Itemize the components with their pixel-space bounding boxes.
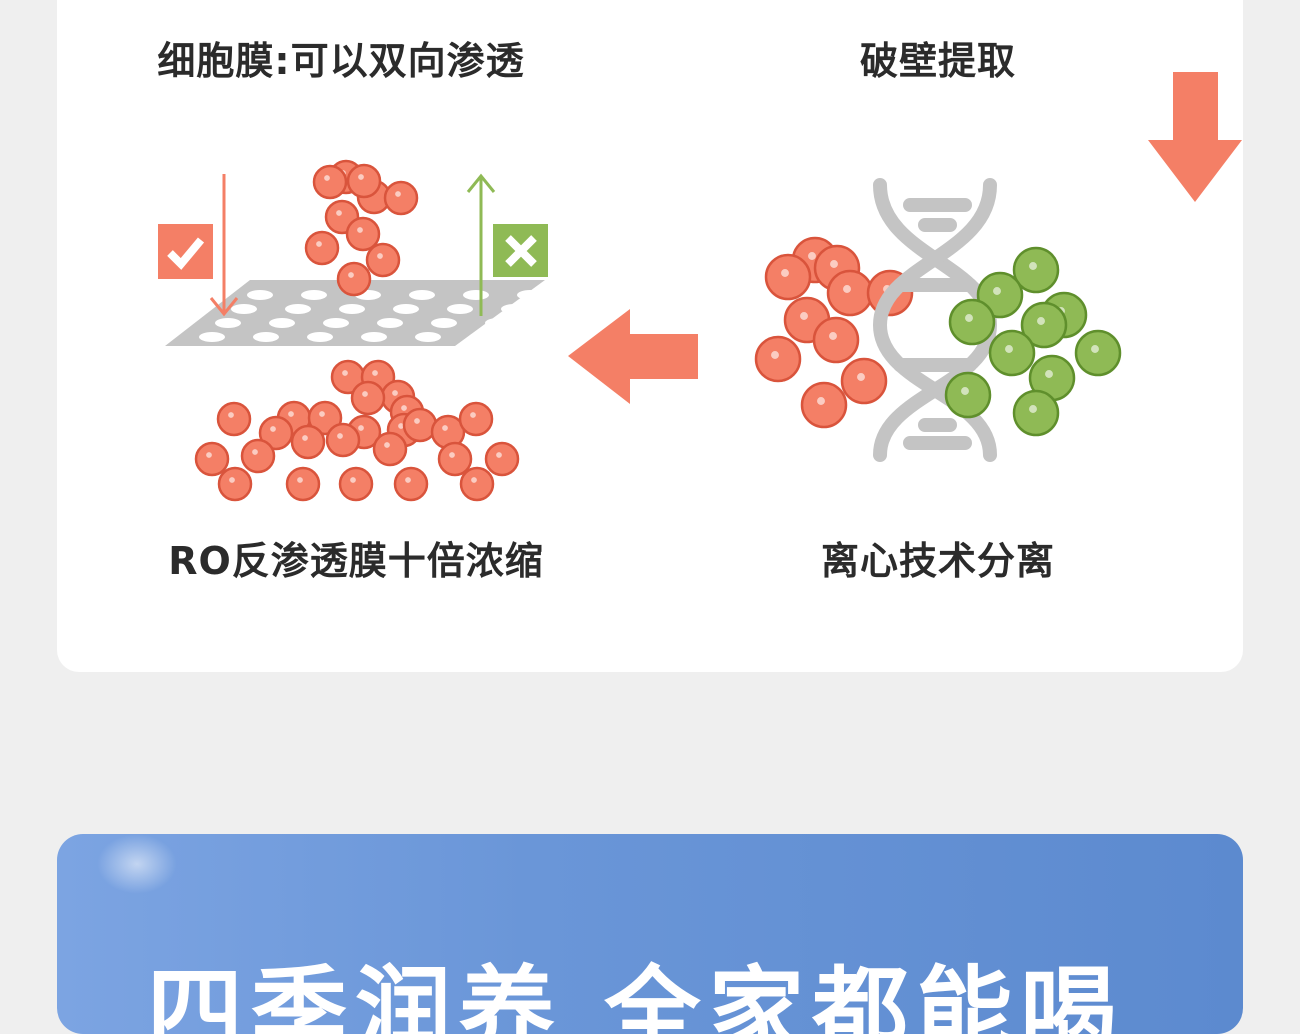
particle bbox=[459, 466, 495, 502]
particle bbox=[437, 441, 473, 477]
particle bbox=[365, 242, 401, 278]
arrow-down-icon bbox=[1148, 72, 1242, 202]
particle bbox=[393, 466, 429, 502]
particle bbox=[826, 269, 874, 317]
particle bbox=[258, 415, 294, 451]
particle bbox=[1074, 329, 1122, 377]
particle bbox=[458, 401, 494, 437]
arrow-left-icon bbox=[568, 309, 698, 404]
particle bbox=[216, 401, 252, 437]
particle bbox=[346, 163, 382, 199]
particle bbox=[194, 441, 230, 477]
centrifuge-illustration bbox=[754, 178, 1122, 462]
particle bbox=[1012, 246, 1060, 294]
particle bbox=[944, 371, 992, 419]
particle bbox=[372, 431, 408, 467]
particle bbox=[1012, 389, 1060, 437]
particle bbox=[840, 357, 888, 405]
banner-section: 四季润养 全家都能喝 bbox=[57, 834, 1243, 1034]
particle bbox=[383, 180, 419, 216]
particle bbox=[948, 298, 996, 346]
particle bbox=[1020, 301, 1068, 349]
particle bbox=[976, 271, 1024, 319]
particle bbox=[240, 438, 276, 474]
particle bbox=[217, 466, 253, 502]
particle bbox=[484, 441, 520, 477]
step-centrifuge-label: 离心技术分离 bbox=[820, 539, 1055, 583]
particle bbox=[764, 253, 812, 301]
particle bbox=[285, 466, 321, 502]
particle bbox=[754, 335, 802, 383]
particle bbox=[402, 407, 438, 443]
particle bbox=[988, 329, 1036, 377]
particle bbox=[800, 381, 848, 429]
particle bbox=[304, 230, 340, 266]
particle bbox=[812, 316, 860, 364]
cloud-decor bbox=[97, 834, 177, 894]
banner-title: 四季润养 全家都能喝 bbox=[147, 956, 1125, 1034]
particle bbox=[345, 216, 381, 252]
ro-membrane-illustration bbox=[158, 159, 548, 502]
check-icon bbox=[158, 224, 213, 279]
particle bbox=[350, 380, 386, 416]
step-ro-label: RO反渗透膜十倍浓缩 bbox=[168, 539, 544, 583]
particle bbox=[338, 466, 374, 502]
particle bbox=[325, 422, 361, 458]
step-membrane-label: 细胞膜:可以双向渗透 bbox=[157, 39, 525, 83]
particle bbox=[336, 261, 372, 297]
particle bbox=[312, 164, 348, 200]
particle bbox=[290, 424, 326, 460]
step-wall-break-label: 破壁提取 bbox=[859, 39, 1016, 83]
